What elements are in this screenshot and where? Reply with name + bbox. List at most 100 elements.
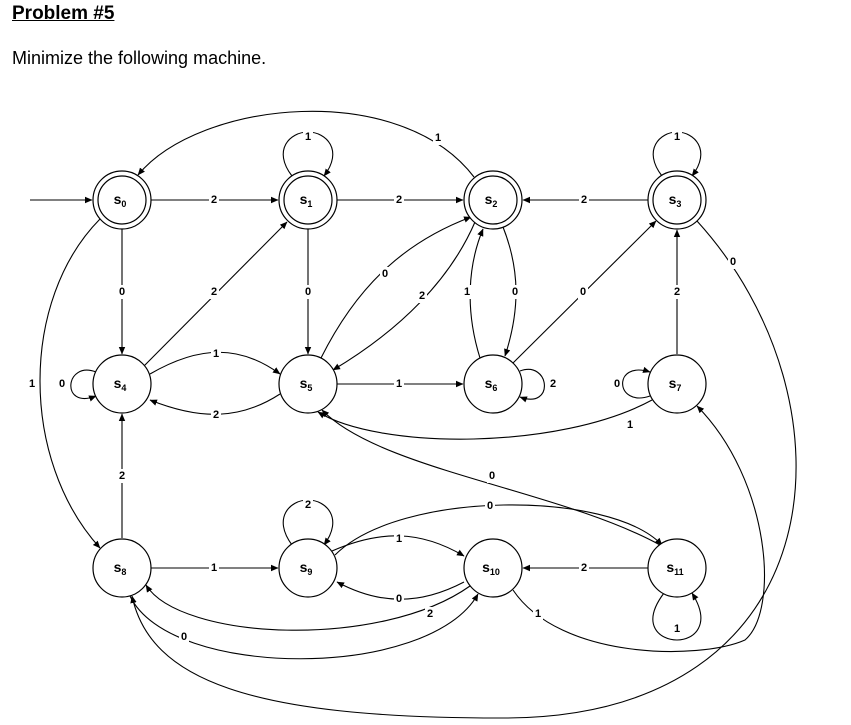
transition-s11-to-s5 [321,409,661,546]
transition-label-text: 0 [305,286,311,298]
state-s7: s7 [647,354,707,414]
accepting-ring [283,175,333,225]
state-label: s2 [485,191,498,209]
transition-label: 2 [394,193,404,207]
transition-label-text: 2 [581,562,587,574]
transition-s10-to-s7 [512,405,766,653]
transition-label-text: 2 [119,470,125,482]
transition-label: 1 [672,130,682,144]
transition-label-text: 1 [305,131,311,143]
transition-label-text: 1 [627,419,633,431]
state-s5: s5 [278,354,338,414]
transition-label: 0 [57,377,67,391]
transition-s2-to-s0 [137,110,475,178]
transition-label: 0 [485,499,495,513]
transition-arrow [137,110,475,178]
transition-label-text: 2 [211,194,217,206]
transition-label: 1 [27,377,37,391]
transition-label-text: 0 [181,631,187,643]
transition-label: 1 [211,347,221,361]
transition-label-text: 1 [464,286,470,298]
transition-s3-to-s8 [130,220,797,719]
transition-label-text: 0 [382,268,388,280]
transition-label-text: 2 [396,194,402,206]
transition-label: 1 [672,622,682,636]
transition-label: 0 [728,255,738,269]
transition-label-text: 1 [29,378,35,390]
transition-label: 1 [533,607,543,621]
transition-arrow [512,405,766,653]
transition-label-text: 2 [213,409,219,421]
state-label: s9 [300,559,313,577]
transition-arrow [320,216,472,359]
transition-label: 2 [579,193,589,207]
transition-arrow [622,366,651,399]
transition-label: 0 [380,267,390,281]
transition-arrow [332,221,476,371]
transition-label: 2 [425,607,435,621]
state-label: s8 [114,559,127,577]
transition-label: 0 [612,377,622,391]
transition-label-text: 1 [674,131,680,143]
transition-label: 2 [117,469,127,483]
state-label: s3 [669,191,682,209]
transition-label-text: 0 [119,286,125,298]
transition-label: 2 [209,285,219,299]
transition-label: 1 [462,285,472,299]
transition-label: 2 [209,193,219,207]
transition-label: 1 [625,418,635,432]
transition-label-text: 0 [512,286,518,298]
transition-label: 2 [417,289,427,303]
transition-label: 2 [548,377,558,391]
state-label: s6 [485,375,498,393]
transition-label-text: 1 [674,623,680,635]
transition-label: 1 [394,532,404,546]
transition-s7-to-s5 [317,399,653,440]
transition-s8-to-s10 [129,593,479,660]
transition-label: 1 [209,561,219,575]
transition-arrow [129,593,479,660]
state-label: s4 [114,375,127,393]
transition-label: 2 [211,408,221,422]
transition-label-text: 1 [211,562,217,574]
state-s1: s1 [278,170,338,230]
state-s2: s2 [463,170,523,230]
transition-label: 1 [303,130,313,144]
transition-label: 0 [578,285,588,299]
transition-label: 0 [179,630,189,644]
transition-label-text: 0 [580,286,586,298]
transition-label: 0 [303,285,313,299]
transition-label: 0 [510,285,520,299]
transition-label: 2 [672,285,682,299]
transition-arrow [652,592,702,641]
transition-label-text: 1 [396,378,402,390]
transition-label-text: 2 [211,286,217,298]
transition-s6-to-s2 [469,228,484,359]
transition-label-text: 1 [396,533,402,545]
state-circle [463,538,523,598]
state-s6: s6 [463,354,523,414]
state-label: s0 [114,191,127,209]
transition-label-text: 0 [487,500,493,512]
accepting-ring [468,175,518,225]
transition-arrow [39,218,101,549]
state-s8: s8 [92,538,152,598]
transition-s2-to-s5 [332,221,476,371]
state-s11: s11 [647,538,707,598]
transition-s0-to-s8 [39,218,101,549]
transition-label-text: 2 [419,290,425,302]
transition-label-text: 0 [614,378,620,390]
transition-label-text: 0 [59,378,65,390]
transition-label: 1 [394,377,404,391]
transition-arrow [519,368,545,403]
transition-label: 0 [117,285,127,299]
transition-label-text: 2 [550,378,556,390]
transition-arrow [317,399,653,440]
transition-label-text: 0 [730,256,736,268]
transition-label-text: 2 [427,608,433,620]
state-s9: s9 [278,538,338,598]
state-label: s5 [300,375,313,393]
state-circle [278,354,338,414]
